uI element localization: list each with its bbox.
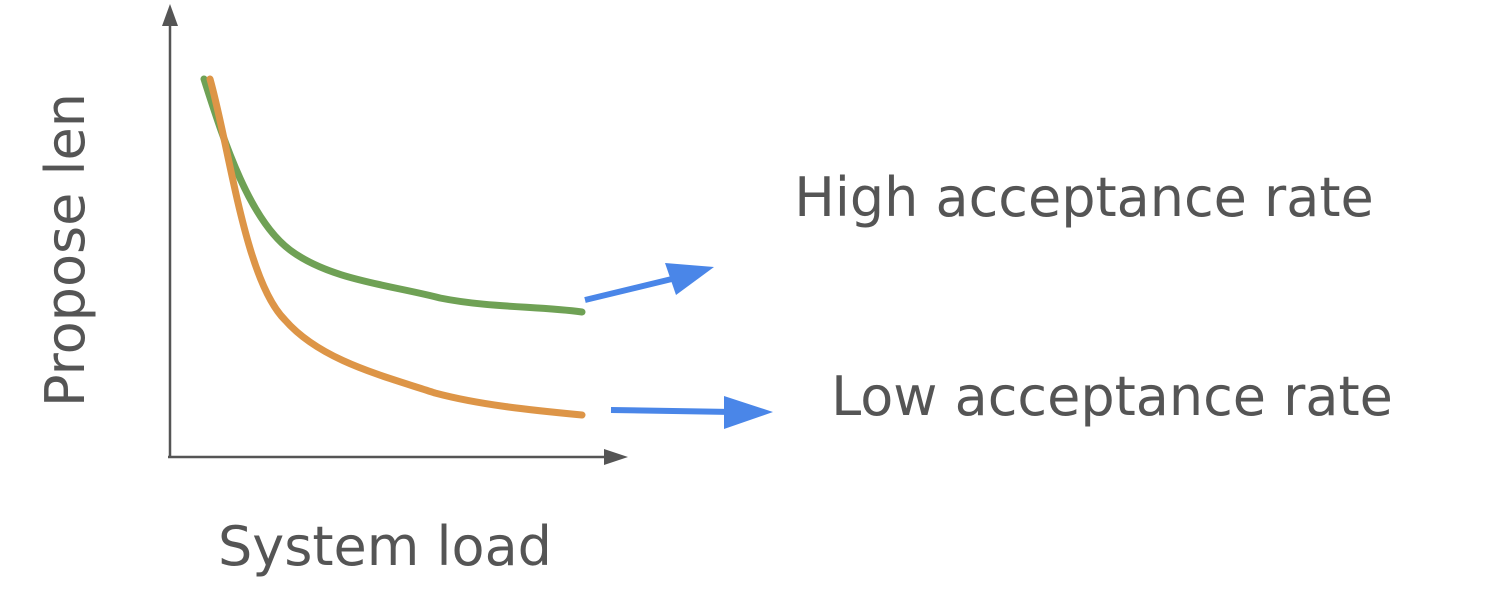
arrow-high-shaft [584,275,677,303]
arrow-low-shaft [610,407,734,415]
axes [162,4,628,465]
arrow-high-head [665,263,714,295]
x-axis-label: System load [218,515,552,578]
y-axis-label: Propose len [34,93,97,407]
curve-high-acceptance [200,75,586,316]
arrow-low-head [724,396,773,429]
label-high-acceptance: High acceptance rate [794,166,1374,229]
arrow-low-acceptance [610,396,773,429]
arrow-high-acceptance [584,263,714,303]
curve-low-acceptance [206,75,586,419]
label-low-acceptance: Low acceptance rate [831,365,1393,428]
y-axis-arrowhead [162,4,178,26]
x-axis-arrowhead [604,449,628,465]
